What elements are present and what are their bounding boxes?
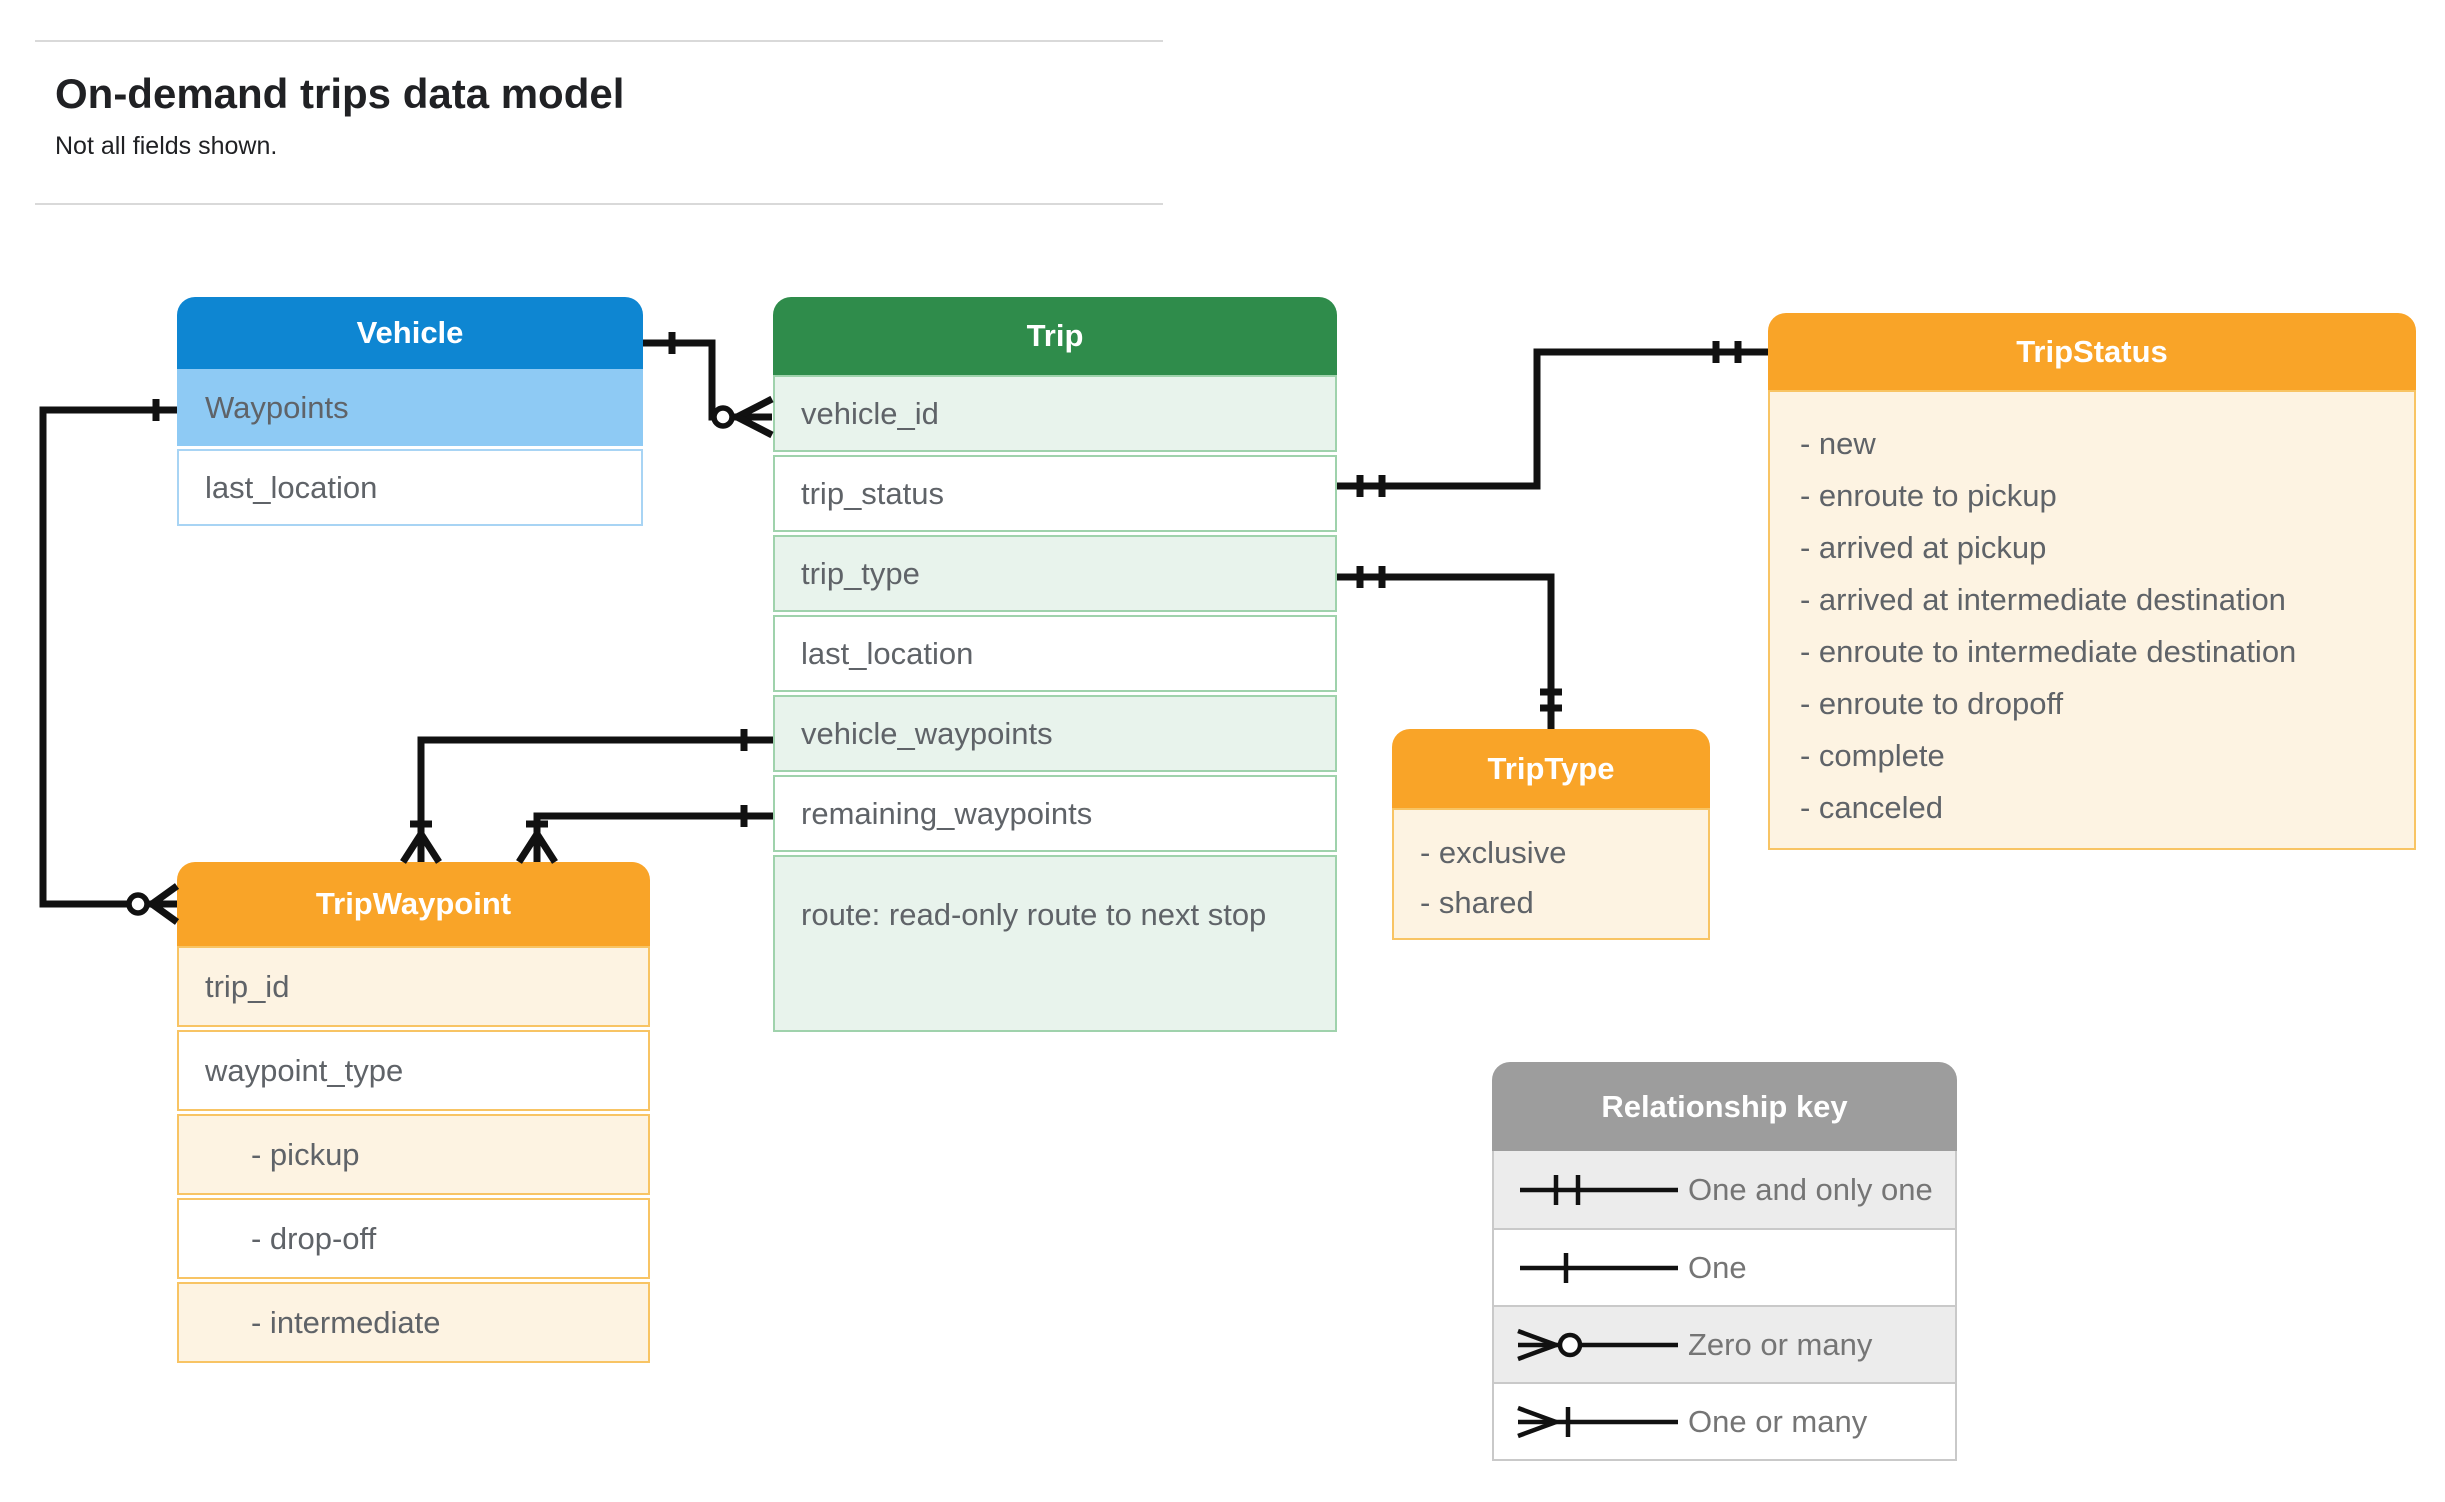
entity-trip-type-title: TripType bbox=[1392, 729, 1710, 808]
relationship-key-body: One and only one One bbox=[1492, 1151, 1957, 1461]
trip-waypoint-row-intermediate: - intermediate bbox=[177, 1282, 650, 1363]
top-divider bbox=[35, 40, 1163, 42]
page-title: On-demand trips data model bbox=[55, 70, 625, 117]
key-label: One bbox=[1688, 1249, 1747, 1285]
entity-trip: Trip vehicle_id trip_status trip_type la… bbox=[773, 297, 1337, 1032]
trip-status-item: - new bbox=[1800, 426, 1876, 461]
entity-trip-waypoint: TripWaypoint trip_id waypoint_type - pic… bbox=[177, 862, 650, 1363]
trip-type-item: - shared bbox=[1420, 885, 1534, 920]
trip-waypoint-row-waypoint-type: waypoint_type bbox=[177, 1030, 650, 1111]
key-label: Zero or many bbox=[1688, 1326, 1873, 1362]
vehicle-waypoints-connector bbox=[400, 729, 773, 864]
trip-row-trip-status: trip_status bbox=[773, 455, 1337, 532]
relationship-key: Relationship key One and only one bbox=[1492, 1062, 1957, 1461]
vehicle-row-last-location: last_location bbox=[177, 449, 643, 526]
vehicle-trip-connector bbox=[643, 332, 774, 439]
zero-or-many-icon bbox=[1510, 1323, 1688, 1367]
key-row-one-or-many: One or many bbox=[1494, 1382, 1955, 1459]
trip-status-item: - arrived at intermediate destination bbox=[1800, 582, 2286, 617]
entity-trip-type: TripType - exclusive - shared bbox=[1392, 729, 1710, 940]
trip-status-values: - new - enroute to pickup - arrived at p… bbox=[1768, 390, 2416, 850]
trip-row-remaining-waypoints: remaining_waypoints bbox=[773, 775, 1337, 852]
one-icon bbox=[1510, 1246, 1688, 1290]
key-row-one: One bbox=[1494, 1228, 1955, 1305]
key-label: One and only one bbox=[1688, 1171, 1933, 1207]
key-row-one-and-only-one: One and only one bbox=[1494, 1151, 1955, 1228]
entity-trip-title: Trip bbox=[773, 297, 1337, 375]
route-label: route: bbox=[801, 897, 881, 932]
one-or-many-icon bbox=[1510, 1400, 1688, 1444]
entity-vehicle: Vehicle Waypoints last_location bbox=[177, 297, 643, 526]
key-row-zero-or-many: Zero or many bbox=[1494, 1305, 1955, 1382]
trip-row-last-location: last_location bbox=[773, 615, 1337, 692]
page-subtitle: Not all fields shown. bbox=[55, 132, 278, 160]
vehicle-row-waypoints: Waypoints bbox=[177, 369, 643, 446]
trip-type-values: - exclusive - shared bbox=[1392, 808, 1710, 940]
trip-row-route: route: read-only route to next stop bbox=[773, 855, 1337, 1032]
title-divider bbox=[35, 203, 1163, 205]
trip-status-item: - complete bbox=[1800, 738, 1945, 773]
waypoints-tripwaypoint-connector bbox=[39, 399, 180, 925]
trip-status-item: - arrived at pickup bbox=[1800, 530, 2047, 565]
one-and-only-one-icon bbox=[1510, 1168, 1688, 1212]
entity-trip-status-title: TripStatus bbox=[1768, 313, 2416, 390]
key-label: One or many bbox=[1688, 1403, 1868, 1439]
trip-row-vehicle-waypoints: vehicle_waypoints bbox=[773, 695, 1337, 772]
trip-row-trip-type: trip_type bbox=[773, 535, 1337, 612]
trip-row-vehicle-id: vehicle_id bbox=[773, 375, 1337, 452]
trip-status-item: - enroute to intermediate destination bbox=[1800, 634, 2297, 669]
entity-vehicle-title: Vehicle bbox=[177, 297, 643, 369]
trip-waypoint-row-drop-off: - drop-off bbox=[177, 1198, 650, 1279]
remaining-waypoints-connector bbox=[516, 805, 773, 864]
trip-status-connector bbox=[1337, 341, 1768, 497]
entity-trip-status: TripStatus - new - enroute to pickup - a… bbox=[1768, 313, 2416, 850]
trip-type-connector bbox=[1337, 566, 1562, 729]
entity-trip-waypoint-title: TripWaypoint bbox=[177, 862, 650, 946]
trip-status-item: - enroute to pickup bbox=[1800, 478, 2057, 513]
relationship-key-title: Relationship key bbox=[1492, 1062, 1957, 1151]
trip-waypoint-row-pickup: - pickup bbox=[177, 1114, 650, 1195]
trip-waypoint-row-trip-id: trip_id bbox=[177, 946, 650, 1027]
trip-status-item: - canceled bbox=[1800, 790, 1944, 825]
route-note: read-only route to next stop bbox=[888, 897, 1267, 932]
trip-status-item: - enroute to dropoff bbox=[1800, 686, 2064, 721]
trip-type-item: - exclusive bbox=[1420, 835, 1567, 870]
